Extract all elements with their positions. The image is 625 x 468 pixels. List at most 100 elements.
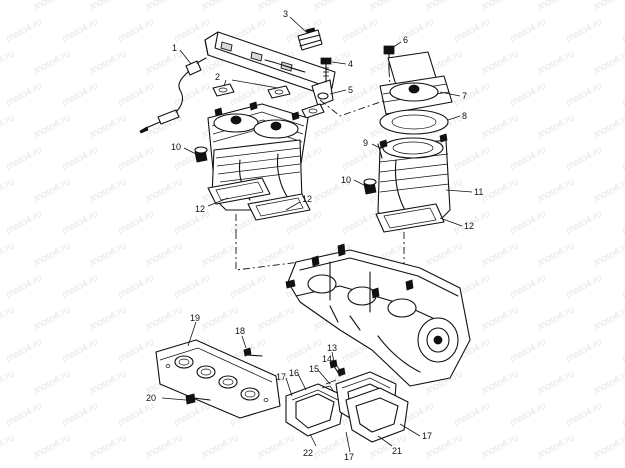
watermark-text: moto4.ru (452, 400, 492, 428)
watermark-text: moto4.ru (4, 336, 44, 364)
watermark-text: moto4.ru (312, 0, 352, 13)
watermark-text: moto4.ru (592, 240, 625, 268)
watermark-text: moto4.ru (144, 176, 184, 204)
callout-17-left: 17 (276, 372, 286, 382)
watermark-text: moto4.ru (116, 400, 156, 428)
watermark-text: moto4.ru (480, 368, 520, 396)
watermark-text: moto4.ru (60, 80, 100, 108)
watermark-text: moto4.ru (536, 304, 576, 332)
watermark-text: moto4.ru (4, 272, 44, 300)
callout-21: 21 (392, 446, 402, 456)
watermark-text: moto4.ru (144, 48, 184, 76)
watermark-text: moto4.ru (32, 432, 72, 460)
watermark-text: moto4.ru (172, 400, 212, 428)
callout-16: 16 (289, 368, 299, 378)
watermark-text: moto4.ru (480, 304, 520, 332)
watermark-text: moto4.ru (592, 176, 625, 204)
watermark-text: moto4.ru (88, 112, 128, 140)
watermark-text: moto4.ru (256, 304, 296, 332)
watermark-text: moto4.ru (0, 112, 16, 140)
watermark-text: moto4.ru (564, 144, 604, 172)
callout-14: 14 (322, 354, 332, 364)
watermark-text: moto4.ru (620, 336, 625, 364)
watermark-text: moto4.ru (60, 144, 100, 172)
watermark-text: moto4.ru (60, 16, 100, 44)
watermark-text: moto4.ru (592, 0, 625, 13)
watermark-text: moto4.ru (32, 176, 72, 204)
watermark-text: moto4.ru (480, 0, 520, 13)
left-base-gaskets (207, 177, 311, 221)
intake-screw (243, 347, 263, 357)
watermark-text: moto4.ru (592, 368, 625, 396)
watermark-text: moto4.ru (256, 0, 296, 13)
watermark-text: moto4.ru (200, 0, 240, 13)
watermark-text: moto4.ru (536, 432, 576, 460)
watermark-text: moto4.ru (172, 272, 212, 300)
watermark-text: moto4.ru (340, 144, 380, 172)
watermark-text: moto4.ru (0, 368, 16, 396)
watermark-text: moto4.ru (564, 208, 604, 236)
watermark-text: moto4.ru (88, 304, 128, 332)
head-gasket (379, 109, 449, 135)
watermark-text: moto4.ru (144, 432, 184, 460)
watermark-text: moto4.ru (312, 112, 352, 140)
watermark-text: moto4.ru (0, 240, 16, 268)
watermark-text: moto4.ru (508, 336, 548, 364)
watermark-text: moto4.ru (0, 304, 16, 332)
watermark-text: moto4.ru (620, 80, 625, 108)
watermark-text: moto4.ru (592, 48, 625, 76)
watermark-text: moto4.ru (116, 272, 156, 300)
watermark-text: moto4.ru (144, 0, 184, 13)
watermark-text: moto4.ru (256, 432, 296, 460)
watermark-text: moto4.ru (480, 176, 520, 204)
watermark-text: moto4.ru (0, 48, 16, 76)
watermark-text: moto4.ru (4, 400, 44, 428)
callout-6: 6 (403, 35, 408, 45)
callout-20: 20 (146, 393, 156, 403)
water-manifold (204, 31, 336, 107)
watermark-text: moto4.ru (452, 16, 492, 44)
watermark-text: moto4.ru (256, 240, 296, 268)
watermark-text: moto4.ru (480, 48, 520, 76)
watermark-text: moto4.ru (32, 48, 72, 76)
callout-19: 19 (190, 313, 200, 323)
watermark-text: moto4.ru (480, 112, 520, 140)
watermark-text: moto4.ru (116, 144, 156, 172)
watermark-text: moto4.ru (564, 336, 604, 364)
callout-3: 3 (283, 9, 288, 19)
watermark-text: moto4.ru (144, 304, 184, 332)
callout-9: 9 (363, 138, 368, 148)
watermark-text: moto4.ru (4, 80, 44, 108)
callout-10-left: 10 (171, 142, 181, 152)
watermark-text: moto4.ru (172, 80, 212, 108)
callout-13: 13 (327, 343, 337, 353)
callout-12-left: 12 (195, 204, 205, 214)
watermark-text: moto4.ru (452, 144, 492, 172)
watermark-text: moto4.ru (116, 336, 156, 364)
watermark-text: moto4.ru (60, 400, 100, 428)
watermark-text: moto4.ru (564, 272, 604, 300)
watermark-text: moto4.ru (592, 304, 625, 332)
watermark-text: moto4.ru (536, 368, 576, 396)
watermark-text: moto4.ru (32, 304, 72, 332)
watermark-text: moto4.ru (116, 16, 156, 44)
watermark-text: moto4.ru (620, 16, 625, 44)
watermark-text: moto4.ru (32, 0, 72, 13)
callout-15: 15 (309, 364, 319, 374)
watermark-text: moto4.ru (284, 336, 324, 364)
callout-4: 4 (348, 59, 353, 69)
callout-12-right: 12 (464, 221, 474, 231)
watermark-text: moto4.ru (200, 432, 240, 460)
watermark-text: moto4.ru (620, 144, 625, 172)
watermark-text: moto4.ru (32, 368, 72, 396)
watermark-text: moto4.ru (88, 176, 128, 204)
callout-17-bottom: 17 (344, 452, 354, 462)
watermark-text: moto4.ru (88, 240, 128, 268)
watermark-text: moto4.ru (452, 80, 492, 108)
watermark-text: moto4.ru (536, 240, 576, 268)
watermark-text: moto4.ru (116, 208, 156, 236)
watermark-text: moto4.ru (144, 240, 184, 268)
watermark-text: moto4.ru (4, 208, 44, 236)
watermark-text: moto4.ru (536, 112, 576, 140)
